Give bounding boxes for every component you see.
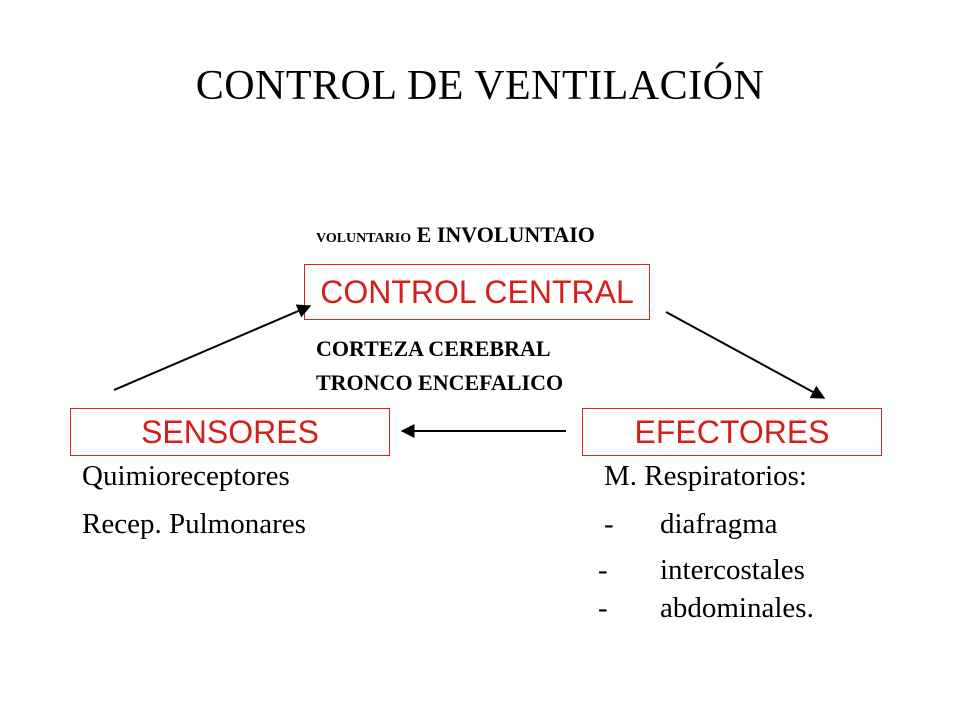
voluntary-label-rest: E INVOLUNTAIO [411, 222, 595, 247]
efectores-heading: M. Respiratorios: [604, 460, 807, 492]
control-central-box: CONTROL CENTRAL [304, 264, 650, 320]
sensor-item-quimio: Quimioreceptores [82, 460, 290, 492]
efector-bullet-2: - [598, 554, 608, 586]
efector-item-intercostales: intercostales [660, 554, 805, 586]
arrow-central-to-efectores [665, 311, 826, 399]
voluntary-label-small: VOLUNTARIO [316, 231, 412, 246]
slide-title: CONTROL DE VENTILACIÓN [195, 63, 765, 109]
efectores-box: EFECTORES [582, 408, 882, 456]
efector-bullet-1: - [604, 508, 614, 540]
sensores-box: SENSORES [70, 408, 390, 456]
structure-cortex: CORTEZA CEREBRAL [316, 336, 551, 361]
efector-item-diafragma: diafragma [660, 508, 778, 540]
sensor-item-pulmonares: Recep. Pulmonares [82, 508, 306, 540]
efector-item-abdominales: abdominales. [660, 592, 814, 624]
arrow-sensores-to-central [113, 304, 312, 391]
voluntary-label: VOLUNTARIO E INVOLUNTAIO [316, 222, 595, 248]
efector-bullet-3: - [598, 592, 608, 624]
structure-brainstem: TRONCO ENCEFALICO [316, 370, 564, 395]
